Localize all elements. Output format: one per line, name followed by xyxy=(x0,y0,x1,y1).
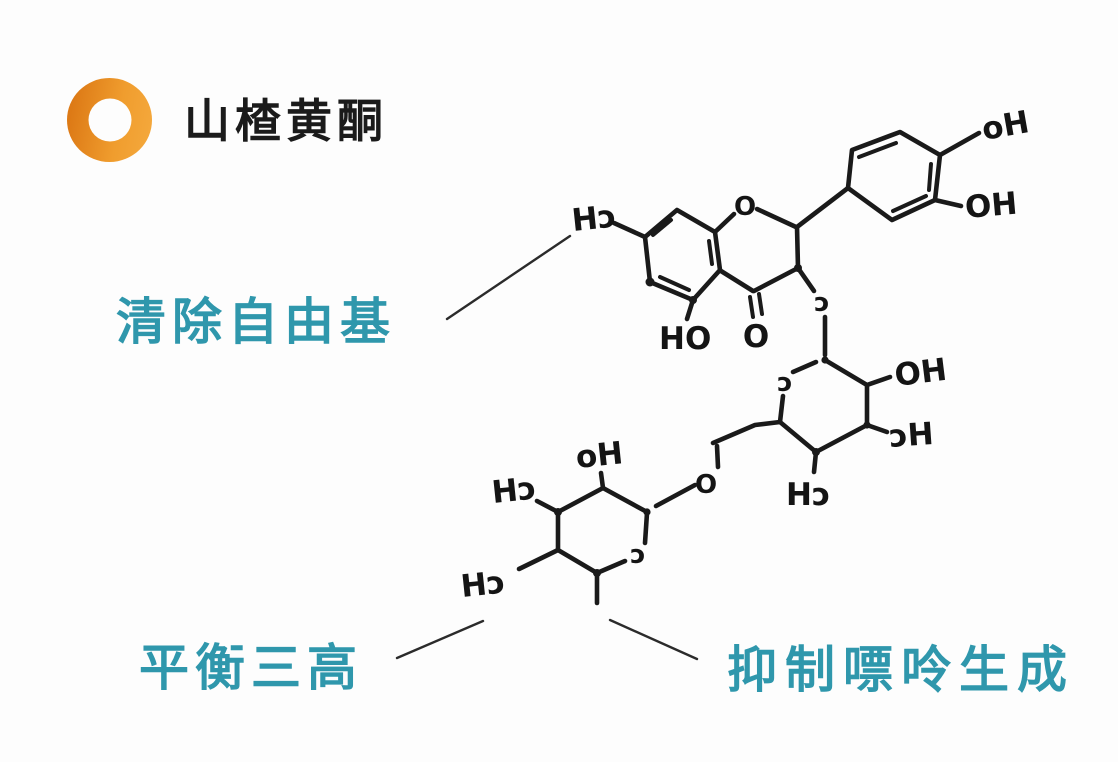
atom-label-rha-ring-oxygen: ɔ xyxy=(630,540,645,570)
glucose-ring: ɔ OH ɔH Hɔ xyxy=(777,352,949,513)
pointer-line-three-highs xyxy=(395,619,485,660)
callout-free-radical: 清除自由基 xyxy=(116,294,396,350)
page-title: 山楂黄酮 xyxy=(184,95,388,147)
atom-label-rha-oh: oH xyxy=(574,435,625,476)
atom-label-glc-hc: ɔH xyxy=(888,416,935,455)
pointer-line-free-radical xyxy=(445,234,572,321)
callout-three-highs: 平衡三高 xyxy=(139,640,363,696)
atom-label-rha-hc-upper: Hɔ xyxy=(490,471,538,511)
vertex-joints xyxy=(554,264,871,577)
bond-c2-bring xyxy=(794,185,851,230)
brand-ring-logo xyxy=(67,78,152,162)
atom-label-ketone-oxygen: O xyxy=(743,319,769,355)
atom-label-glc-oh: OH xyxy=(893,352,949,394)
glycosidic-link: ɔ xyxy=(795,265,830,358)
atom-label-link-oxygen: O xyxy=(695,470,717,500)
atom-label-ho5: HO xyxy=(659,321,711,357)
atom-label-ho7: Hɔ xyxy=(570,199,618,239)
c-ring: O O xyxy=(712,192,801,355)
atom-label-glyco-oxygen: ɔ xyxy=(814,288,829,318)
rhamnose-ring: ɔ oH Hɔ Hɔ xyxy=(459,435,650,606)
pointer-line-purine xyxy=(608,618,699,661)
atom-label-glc-ring-oxygen: ɔ xyxy=(777,368,792,398)
atom-label-boh-top: oH xyxy=(979,104,1032,148)
hydroxyl-groups-ac: Hɔ HO xyxy=(570,199,711,357)
callout-purine: 抑制嘌呤生成 xyxy=(727,642,1075,698)
atom-label-boh-bottom: OH xyxy=(964,186,1019,226)
atom-label-rha-hc-lower: Hɔ xyxy=(459,565,507,605)
atom-label-pyran-oxygen: O xyxy=(734,192,756,222)
atom-label-glc-ch: Hɔ xyxy=(786,477,830,513)
sugar-linker: O xyxy=(653,419,783,509)
a-ring xyxy=(642,207,723,303)
b-ring: oH OH xyxy=(845,104,1032,226)
brand-ring-logo-hole xyxy=(88,98,131,142)
